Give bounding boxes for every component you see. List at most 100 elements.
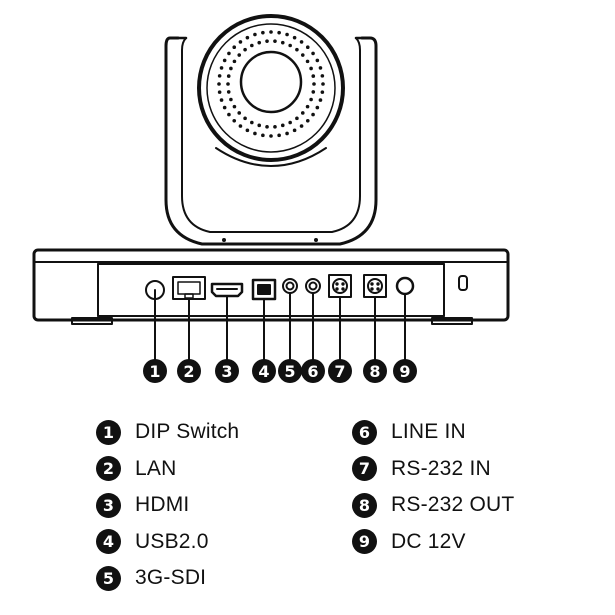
legend-badge-4: 4: [96, 529, 121, 555]
lens-dot: [321, 82, 325, 86]
lens-dot: [226, 82, 230, 86]
lens-dot: [253, 32, 257, 37]
lens-dot: [318, 66, 323, 70]
lens-dot: [309, 97, 313, 102]
lens-dot: [232, 118, 237, 123]
lens-dot: [238, 124, 243, 128]
legend-label-9: DC 12V: [391, 529, 466, 553]
lens-dot: [288, 43, 292, 48]
lens-dot: [277, 30, 281, 35]
rs232-in-port-icon[interactable]: [328, 274, 352, 298]
lens-dot: [311, 112, 315, 117]
camera-lens: [197, 14, 345, 167]
legend-label-6: LINE IN: [391, 420, 466, 444]
lens-dot: [288, 120, 292, 125]
lens-dot: [292, 128, 297, 133]
lens-dot: [299, 40, 304, 44]
lens-dot: [227, 51, 231, 56]
legend-badge-6: 6: [352, 419, 377, 445]
legend-item-9: 9 DC 12V: [352, 524, 514, 561]
lens-dot: [309, 66, 313, 71]
callout-number-6: 6: [307, 362, 318, 381]
callout-badge-8: [363, 359, 387, 383]
lens-dot: [217, 90, 222, 94]
lens-dot: [269, 30, 273, 34]
lens-dot: [305, 45, 310, 50]
legend-badge-7: 7: [352, 456, 377, 482]
callout-badge-5: [278, 359, 302, 383]
legend-label-2: LAN: [135, 456, 177, 480]
lens-dot: [311, 74, 316, 78]
lens-dot: [311, 90, 316, 94]
lens-dot: [300, 111, 305, 115]
lens-dot: [253, 131, 257, 136]
legend-label-1: DIP Switch: [135, 420, 240, 444]
lens-dot: [285, 32, 289, 37]
lens-dot: [226, 90, 231, 94]
lens-dot: [315, 58, 320, 63]
lens-dot: [237, 53, 242, 57]
lens-dot: [245, 128, 250, 133]
lens-dot: [265, 39, 269, 43]
lens-dot: [238, 40, 243, 44]
lens-dot: [295, 47, 299, 52]
lens-dot: [280, 123, 285, 128]
legend-badge-9: 9: [352, 529, 377, 555]
legend-label-5: 3G-SDI: [135, 566, 207, 590]
legend-badge-1: 1: [96, 419, 121, 445]
callout-badge-7: [328, 359, 352, 383]
lens-dot: [226, 74, 231, 78]
lens-dot: [229, 97, 233, 102]
lens-dot: [245, 35, 250, 40]
lens-dot: [227, 112, 231, 117]
callout-badge-3: [215, 359, 239, 383]
indicator-slot-icon: [458, 275, 468, 291]
legend-label-3: HDMI: [135, 493, 190, 517]
lens-dot: [273, 39, 277, 43]
lens-dot: [292, 35, 297, 40]
callout-badge-1: [143, 359, 167, 383]
legend-item-1: 1 DIP Switch: [96, 414, 239, 451]
legend-item-4: 4 USB2.0: [96, 524, 239, 561]
callout-number-9: 9: [399, 362, 410, 381]
legend-label-8: RS-232 OUT: [391, 493, 515, 517]
legend-label-4: USB2.0: [135, 529, 209, 553]
lens-dot: [269, 134, 273, 138]
lens-dot: [265, 125, 269, 129]
callout-number-3: 3: [221, 362, 232, 381]
lens-dot: [222, 105, 227, 110]
lens-dot: [219, 98, 224, 102]
callout-number-8: 8: [369, 362, 380, 381]
lens-dot: [217, 82, 221, 86]
lens-dot: [320, 90, 325, 94]
lens-dot: [277, 133, 281, 138]
lens-dot: [261, 133, 265, 138]
lens-dot: [320, 74, 325, 78]
callout-number-7: 7: [334, 362, 345, 381]
lens-dot: [237, 111, 242, 115]
lens-dot: [232, 104, 237, 109]
callout-number-1: 1: [149, 362, 160, 381]
lens-dot: [299, 124, 304, 128]
callout-badge-4: [252, 359, 276, 383]
lens-dot: [273, 125, 277, 129]
lens-dot: [222, 58, 227, 63]
hdmi-port-icon[interactable]: [210, 282, 244, 298]
lens-dot: [295, 116, 299, 121]
lens-dot: [250, 120, 254, 125]
callout-number-5: 5: [284, 362, 295, 381]
lens-dot: [232, 59, 237, 64]
lens-dot: [243, 47, 247, 52]
lens-dot: [232, 45, 237, 50]
callout-number-2: 2: [183, 362, 194, 381]
lens-dot: [250, 43, 254, 48]
lens-dot: [305, 104, 310, 109]
